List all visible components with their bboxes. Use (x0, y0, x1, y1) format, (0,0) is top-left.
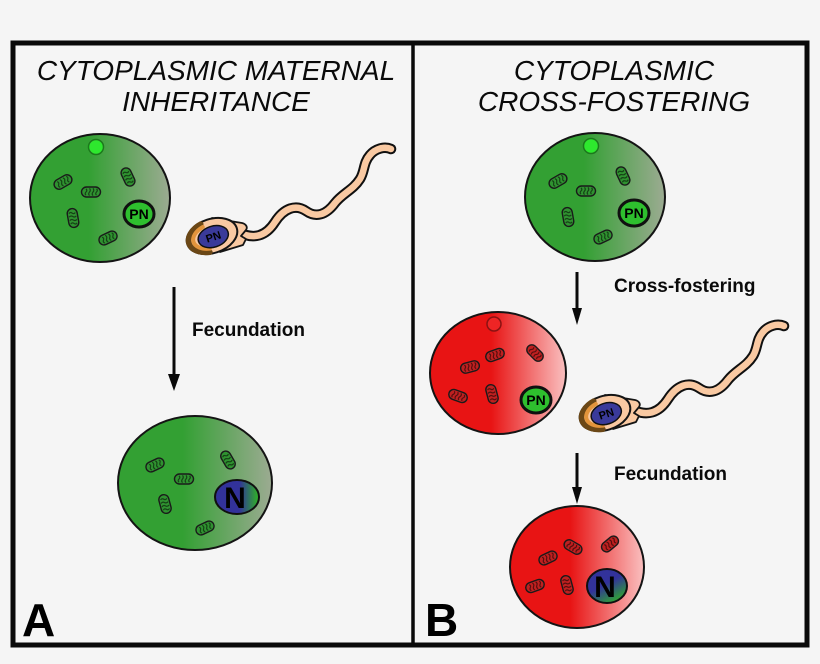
panel-letter-a: A (22, 594, 55, 646)
arrow-head-icon (168, 374, 180, 391)
polar-body-dot (486, 316, 502, 332)
foster-cell-pronucleus-label: PN (526, 392, 545, 408)
zygote-nucleus-label: N (594, 571, 616, 604)
panel-b-title-line2: CROSS-FOSTERING (478, 86, 750, 117)
egg-cell-a (30, 134, 170, 262)
arrow-head-icon (572, 487, 582, 504)
zygote-membrane (509, 505, 645, 629)
panel-a-title-line2: INHERITANCE (122, 86, 310, 117)
cross-fostering-arrow (572, 272, 582, 325)
zygote-membrane (117, 415, 273, 551)
foster-cell-pronucleus (519, 385, 553, 415)
cross-fostering-label: Cross-fostering (614, 276, 755, 297)
zygote-nucleus-label: N (224, 482, 246, 515)
panel-b-title-line1: CYTOPLASMIC (514, 55, 715, 86)
zygote-nucleus (214, 479, 260, 515)
outer-border (10, 40, 810, 648)
arrow-head-icon (572, 308, 582, 325)
panel-a-title-line1: CYTOPLASMIC MATERNAL (37, 55, 395, 86)
zygote-cell-a: N (117, 415, 273, 551)
fecundation-label-b: Fecundation (614, 464, 727, 485)
sperm-cell-b (575, 325, 784, 437)
egg-cell-b (525, 133, 665, 261)
fecundation-label-a: Fecundation (192, 320, 305, 341)
fecundation-arrow-a (168, 287, 180, 391)
panel-b: CYTOPLASMIC CROSS-FOSTERING Cross-foster… (425, 55, 784, 646)
foster-cell: PN (429, 311, 567, 435)
sperm-cell-a (182, 148, 391, 260)
mitochondrion (173, 473, 195, 485)
zygote-nucleus (586, 568, 628, 604)
zygote-cell-b: N (509, 505, 645, 629)
fecundation-arrow-b (572, 453, 582, 504)
panel-a: CYTOPLASMIC MATERNAL INHERITANCE Fecunda… (22, 55, 395, 646)
panel-letter-b: B (425, 594, 458, 646)
